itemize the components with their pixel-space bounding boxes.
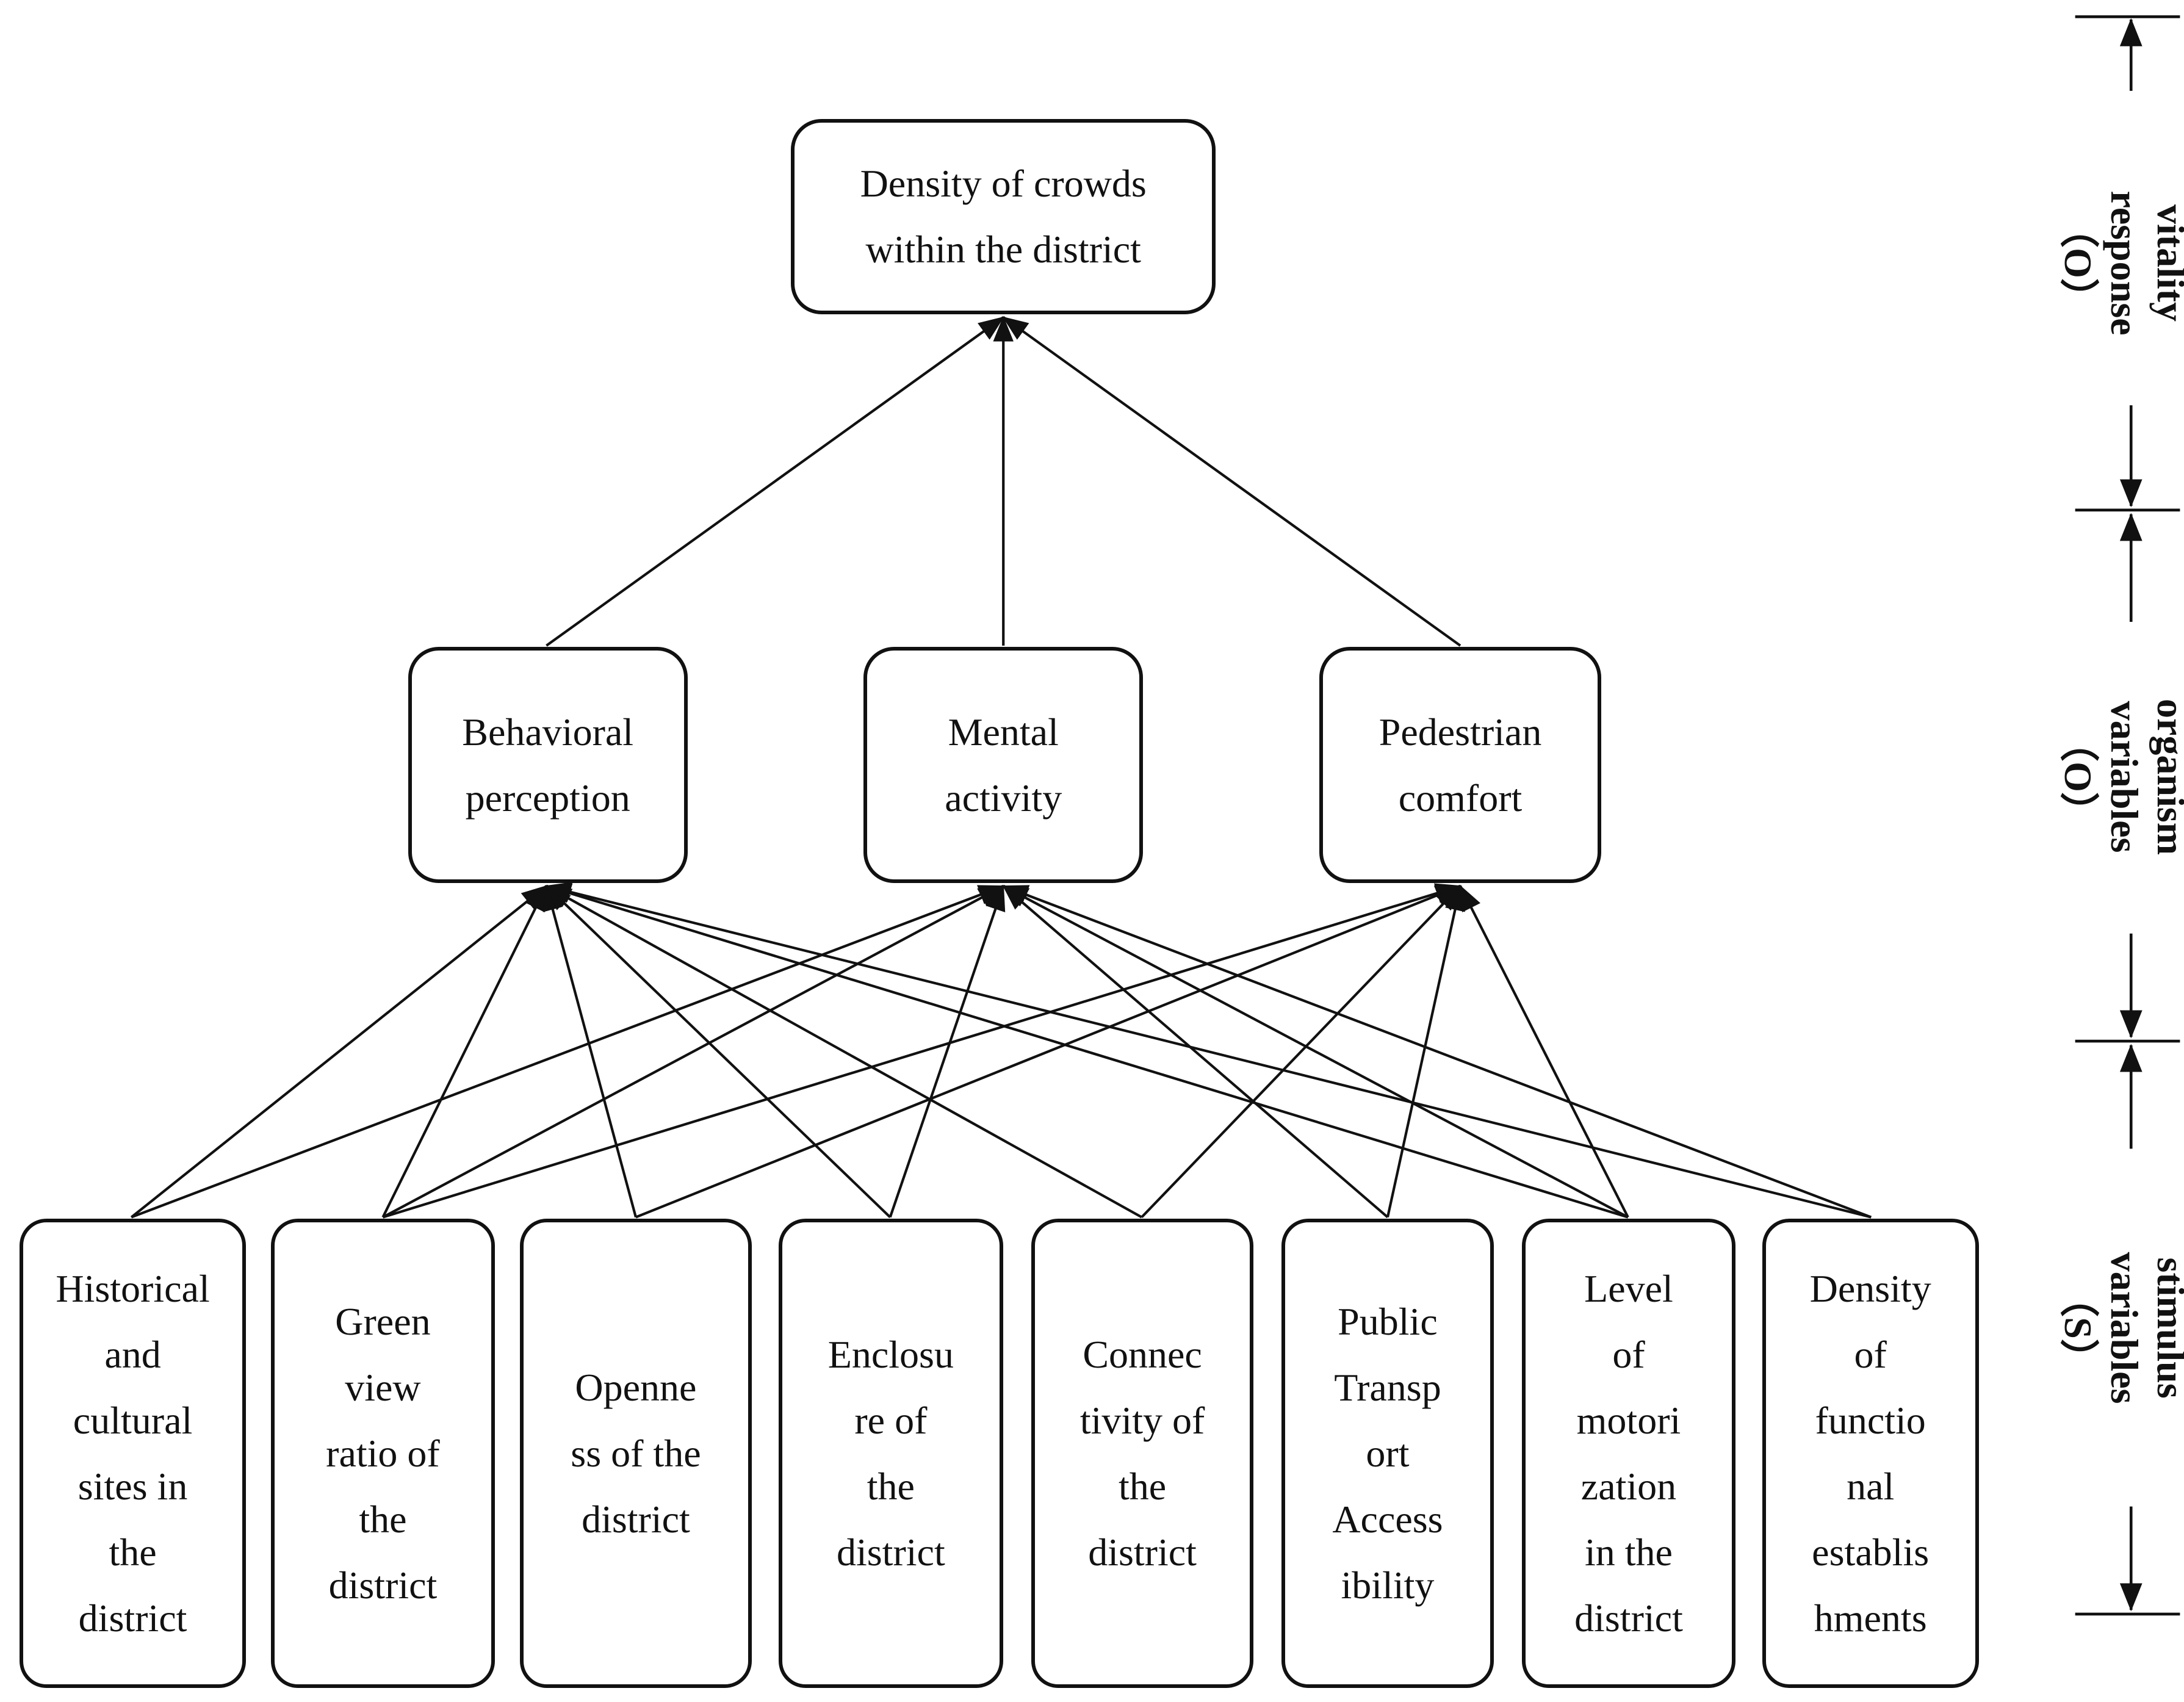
edge-functional-to-mental [1002, 884, 1872, 1219]
node-label: Green view ratio of the district [326, 1299, 440, 1607]
level-label-organism: organism variables（O） [2056, 667, 2184, 887]
edge-enclosure-to-behavioral [545, 885, 892, 1219]
edge-openness-to-pedestrian [635, 884, 1461, 1219]
level-label-text: organism variables（O） [2056, 699, 2184, 856]
edge-openness-to-behavioral [542, 884, 637, 1218]
node-label: Historical and cultural sites in the dis… [56, 1266, 210, 1640]
node-behavioral-perception: Behavioral perception [408, 647, 688, 884]
node-enclosure: Enclosu re of the district [778, 1218, 1004, 1689]
level-label-text: stimulus variables（S） [2056, 1252, 2184, 1404]
node-label: Connec tivity of the district [1079, 1332, 1205, 1574]
node-green-view-ratio: Green view ratio of the district [271, 1218, 495, 1689]
node-label: Density of crowds within the district [860, 161, 1147, 271]
edge-connectivity-to-behavioral [545, 885, 1142, 1219]
edge-group [130, 316, 1872, 1219]
node-historical-sites: Historical and cultural sites in the dis… [20, 1218, 247, 1689]
node-motorization: Level of motori zation in the district [1521, 1218, 1736, 1689]
edge-pedestrian-to-top [1002, 316, 1461, 647]
edge-historical-to-behavioral [130, 885, 548, 1219]
level-scale [2075, 15, 2180, 1616]
node-label: Pedestrian comfort [1379, 710, 1542, 820]
node-label: Density of functio nal establis hments [1809, 1266, 1931, 1640]
level-label-stimulus: stimulus variables（S） [2056, 1218, 2184, 1438]
edge-motorization-to-mental [1002, 885, 1629, 1219]
edge-transport-to-mental [1002, 885, 1389, 1219]
node-public-transport: Public Transp ort Access ibility [1281, 1218, 1494, 1689]
node-pedestrian-comfort: Pedestrian comfort [1319, 647, 1602, 884]
edge-transport-to-pedestrian [1386, 884, 1465, 1218]
node-label: Mental activity [945, 710, 1062, 820]
edge-green-to-behavioral [381, 884, 548, 1218]
level-label-response: vitality response（O） [2056, 153, 2184, 373]
edge-behavioral-to-top [546, 316, 1004, 647]
edge-enclosure-to-mental [888, 884, 1006, 1218]
node-label: Level of motori zation in the district [1574, 1266, 1683, 1640]
level-label-text: vitality response（O） [2056, 190, 2184, 336]
edge-motorization-to-behavioral [545, 883, 1629, 1219]
node-functional-establishments: Density of functio nal establis hments [1762, 1218, 1979, 1689]
node-label: Openne ss of the district [571, 1365, 701, 1541]
node-openness: Openne ss of the district [519, 1218, 752, 1689]
node-label: Public Transp ort Access ibility [1332, 1299, 1443, 1607]
node-connectivity: Connec tivity of the district [1031, 1218, 1254, 1689]
node-crowd-density: Density of crowds within the district [791, 118, 1216, 315]
node-label: Behavioral perception [462, 710, 634, 820]
node-mental-activity: Mental activity [863, 647, 1144, 884]
edge-historical-to-mental [131, 884, 1005, 1219]
edge-connectivity-to-pedestrian [1141, 885, 1461, 1219]
edge-green-to-mental [382, 885, 1005, 1219]
edge-green-to-pedestrian [382, 883, 1462, 1219]
node-label: Enclosu re of the district [827, 1332, 954, 1574]
edge-functional-to-behavioral [545, 882, 1872, 1219]
edge-motorization-to-pedestrian [1459, 884, 1629, 1218]
